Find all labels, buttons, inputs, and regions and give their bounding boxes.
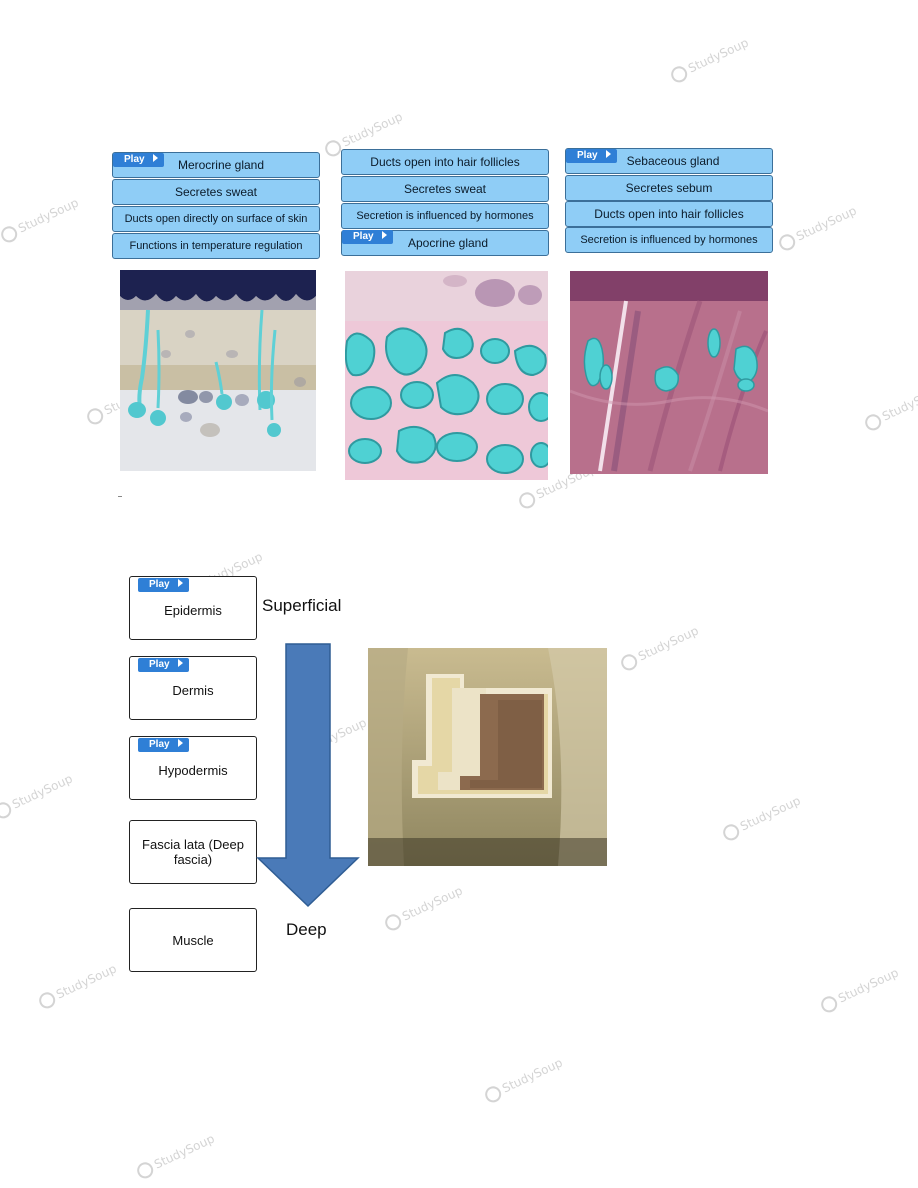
gland-label-box: Secretion is influenced by hormones xyxy=(341,203,549,229)
play-triangle-icon xyxy=(381,231,387,239)
watermark: StudySoup xyxy=(618,623,702,673)
studysoup-logo-icon xyxy=(84,405,106,427)
skin-dissection-photo xyxy=(368,648,607,866)
sebaceous-histology-image xyxy=(570,271,768,474)
play-button[interactable]: Play xyxy=(113,153,164,167)
gland-label-box: Ducts open into hair follicles xyxy=(341,149,549,175)
apocrine-histology-image xyxy=(345,271,548,480)
gland-label-box: Secretion is influenced by hormones xyxy=(565,227,773,253)
layer-box-epidermis: Play Epidermis xyxy=(129,576,257,640)
play-button[interactable]: Play xyxy=(342,230,393,244)
play-triangle-icon xyxy=(177,659,183,667)
watermark: StudySoup xyxy=(482,1055,566,1105)
play-button[interactable]: Play xyxy=(138,738,189,752)
play-button[interactable]: Play xyxy=(138,658,189,672)
play-triangle-icon xyxy=(605,150,611,158)
layer-box-hypodermis: Play Hypodermis xyxy=(129,736,257,800)
gland-label-box: Secretes sweat xyxy=(112,179,320,205)
watermark: StudySoup xyxy=(720,793,804,843)
gland-label-box: Ducts open directly on surface of skin xyxy=(112,206,320,232)
watermark: StudySoup xyxy=(668,35,752,85)
gland-label-box: Functions in temperature regulation xyxy=(112,233,320,259)
studysoup-logo-icon xyxy=(36,989,58,1011)
arrow-shape xyxy=(256,643,360,908)
sebaceous-histology-image xyxy=(570,271,768,474)
watermark: StudySoup xyxy=(0,771,75,821)
stray-mark xyxy=(118,496,122,497)
skin-dissection-photo xyxy=(368,648,607,866)
watermark: StudySoup xyxy=(382,883,466,933)
play-button[interactable]: Play xyxy=(566,149,617,163)
studysoup-logo-icon xyxy=(862,411,884,433)
merocrine-histology-image xyxy=(120,270,316,471)
play-triangle-icon xyxy=(177,579,183,587)
studysoup-logo-icon xyxy=(618,651,640,673)
studysoup-logo-icon xyxy=(516,489,538,511)
apocrine-histology-image xyxy=(345,271,548,480)
studysoup-logo-icon xyxy=(668,63,690,85)
play-triangle-icon xyxy=(177,739,183,747)
watermark: StudySoup xyxy=(776,203,860,253)
gland-label-box: Ducts open into hair follicles xyxy=(565,201,773,227)
superficial-to-deep-arrow xyxy=(256,643,360,908)
layer-box-muscle: Muscle xyxy=(129,908,257,972)
layer-box-fascia-lata: Fascia lata (Deep fascia) xyxy=(129,820,257,884)
studysoup-logo-icon xyxy=(382,911,404,933)
watermark: StudySoup xyxy=(134,1131,218,1181)
studysoup-logo-icon xyxy=(818,993,840,1015)
superficial-label: Superficial xyxy=(262,596,342,615)
deep-label: Deep xyxy=(286,920,327,939)
studysoup-logo-icon xyxy=(134,1159,156,1181)
watermark: StudySoup xyxy=(36,961,120,1011)
studysoup-logo-icon xyxy=(482,1083,504,1105)
watermark: StudySoup xyxy=(862,383,918,433)
merocrine-histology-image xyxy=(120,270,316,471)
play-triangle-icon xyxy=(152,154,158,162)
studysoup-logo-icon xyxy=(776,231,798,253)
studysoup-logo-icon xyxy=(0,223,20,245)
gland-label-box: Secretes sweat xyxy=(341,176,549,202)
watermark: StudySoup xyxy=(818,965,902,1015)
studysoup-logo-icon xyxy=(720,821,742,843)
layer-box-dermis: Play Dermis xyxy=(129,656,257,720)
gland-label-box: Secretes sebum xyxy=(565,175,773,201)
play-button[interactable]: Play xyxy=(138,578,189,592)
watermark: StudySoup xyxy=(0,195,81,245)
